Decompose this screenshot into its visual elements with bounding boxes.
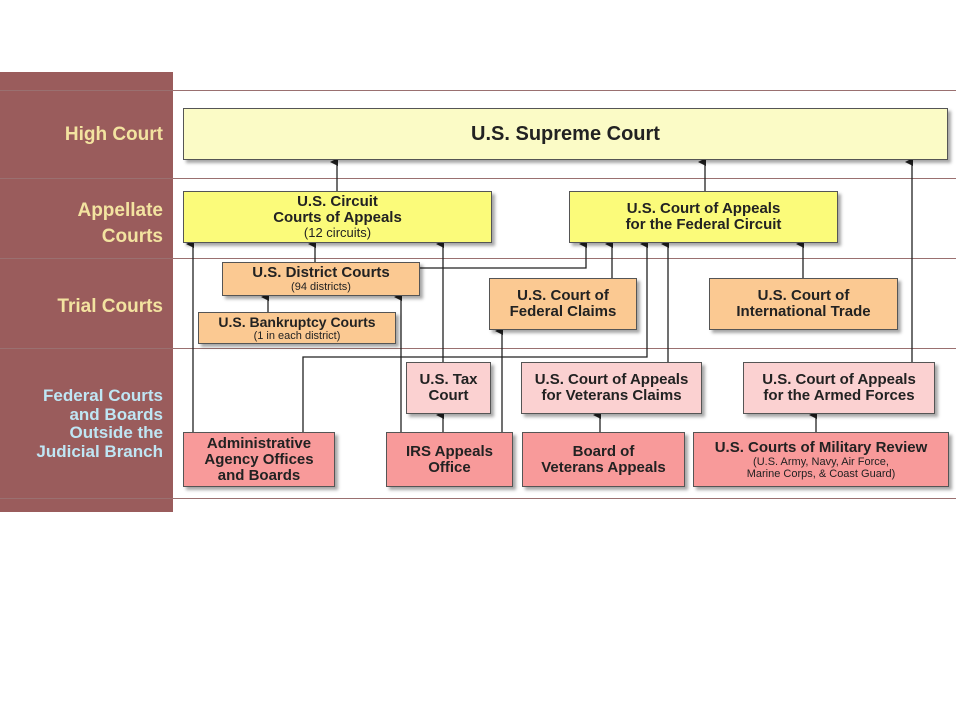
veterans-board-box: Board of Veterans Appeals — [522, 432, 685, 487]
box-line: U.S. Bankruptcy Courts — [218, 314, 376, 330]
box-line: Courts of Appeals — [273, 209, 402, 226]
box-line: U.S. Court of — [517, 287, 609, 304]
row-label-line: Appellate — [77, 200, 163, 221]
row-divider — [0, 348, 956, 349]
box-line: for Veterans Claims — [541, 387, 682, 404]
box-line: Veterans Appeals — [541, 458, 666, 476]
box-line: Board of — [572, 442, 635, 460]
bankruptcy-courts-box: U.S. Bankruptcy Courts (1 in each distri… — [198, 312, 396, 344]
row-divider — [0, 90, 956, 91]
row-divider — [0, 498, 956, 499]
military-review-box: U.S. Courts of Military Review (U.S. Arm… — [693, 432, 949, 487]
row-label-trial-courts: Trial Courts — [57, 296, 163, 317]
box-subline: (U.S. Army, Navy, Air Force, — [753, 455, 889, 468]
box-line: Administrative — [206, 434, 312, 452]
box-line: IRS Appeals — [406, 442, 493, 460]
box-line: for the Armed Forces — [763, 387, 915, 404]
row-label-appellate-courts: Appellate Courts — [0, 198, 163, 250]
box-line: for the Federal Circuit — [625, 216, 782, 233]
admin-agency-box: Administrative Agency Offices and Boards — [183, 432, 335, 487]
row-divider — [0, 258, 956, 259]
row-label-outside-judicial: Federal Courts and Boards Outside the Ju… — [0, 386, 163, 461]
row-label-line: Judicial Branch — [36, 441, 163, 461]
row-divider — [0, 178, 956, 179]
armed-forces-box: U.S. Court of Appeals for the Armed Forc… — [743, 362, 935, 414]
row-label-line: Outside the — [69, 423, 163, 442]
box-line: U.S. Tax — [419, 371, 478, 388]
box-line: Agency Offices — [204, 450, 314, 468]
district-courts-box: U.S. District Courts (94 districts) — [222, 262, 420, 296]
box-line: U.S. Court of Appeals — [762, 371, 916, 388]
box-line: International Trade — [736, 303, 871, 320]
supreme-court-box: U.S. Supreme Court — [183, 108, 948, 160]
box-line: Office — [428, 458, 471, 476]
box-line: U.S. District Courts — [252, 264, 390, 281]
federal-claims-box: U.S. Court of Federal Claims — [489, 278, 637, 330]
row-label-line: Courts — [101, 226, 163, 247]
box-subline: (1 in each district) — [253, 330, 341, 342]
arrow-admin-to-federal-circuit — [302, 240, 648, 432]
veterans-claims-box: U.S. Court of Appeals for Veterans Claim… — [521, 362, 702, 414]
box-subline: (12 circuits) — [303, 225, 372, 240]
row-label-line: Federal Courts — [43, 386, 163, 405]
row-label-high-court: High Court — [64, 124, 163, 145]
supreme-court-label: U.S. Supreme Court — [471, 122, 660, 145]
box-line: Court — [428, 387, 469, 404]
arrow-district-to-federal-circuit — [420, 240, 587, 269]
box-line: Federal Claims — [509, 303, 617, 320]
tax-court-box: U.S. Tax Court — [406, 362, 491, 414]
international-trade-box: U.S. Court of International Trade — [709, 278, 898, 330]
circuit-courts-box: U.S. Circuit Courts of Appeals (12 circu… — [183, 191, 492, 243]
row-label-line: and Boards — [69, 404, 163, 424]
box-line: U.S. Circuit — [297, 193, 378, 210]
box-line: U.S. Courts of Military Review — [714, 438, 928, 456]
box-line: U.S. Court of — [757, 287, 850, 304]
box-line: and Boards — [217, 466, 301, 484]
row-label-sidebar — [0, 72, 173, 512]
federal-circuit-box: U.S. Court of Appeals for the Federal Ci… — [569, 191, 838, 243]
box-line: U.S. Court of Appeals — [626, 200, 781, 217]
irs-appeals-box: IRS Appeals Office — [386, 432, 513, 487]
box-subline: (94 districts) — [291, 281, 351, 293]
box-line: U.S. Court of Appeals — [534, 371, 689, 388]
box-subline: Marine Corps, & Coast Guard) — [746, 467, 896, 480]
